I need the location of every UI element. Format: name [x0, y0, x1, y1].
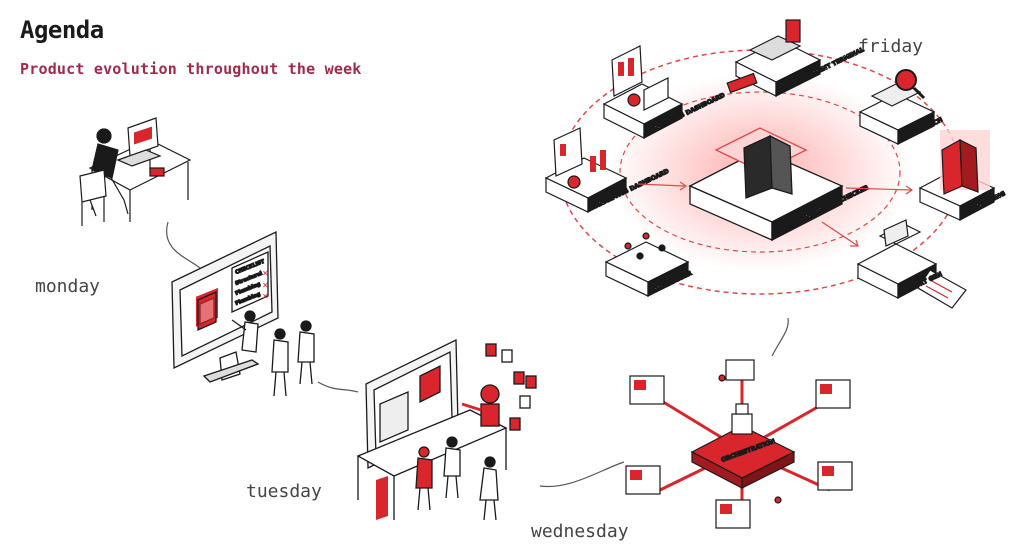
page-subtitle: Product evolution throughout the week: [20, 60, 362, 78]
page-title: Agenda: [20, 16, 104, 44]
tuesday-robot-head: [480, 384, 500, 404]
tuesday-card: [485, 343, 497, 357]
friday-module-report: REPORT GEN: [856, 219, 967, 309]
friday-scene: 3D BUILDING MODEL CHECKER STRIPE PAYMENT…: [544, 19, 1007, 309]
monday-checklist-panel: [231, 250, 269, 314]
wednesday-scene: ORCHESTRATION: [625, 359, 853, 529]
day-label-monday: monday: [35, 276, 101, 297]
check-x-icon: ✕: [262, 269, 269, 278]
check-x-icon: ✕: [262, 281, 269, 290]
wednesday-node: [725, 359, 755, 381]
tuesday-card: [509, 417, 521, 431]
connector-wednesday-friday: [771, 317, 789, 357]
monday-person-head: [96, 128, 112, 144]
monday-desk-scene: [79, 117, 192, 226]
friday-module-rag: RAG SEARCH: [858, 69, 944, 145]
friday-dashed-ring-inner: [619, 91, 901, 253]
timeline-connectors: [165, 221, 789, 488]
report-paper: [917, 269, 967, 309]
tuesday-card: [501, 349, 513, 363]
day-label-tuesday: tuesday: [246, 481, 322, 502]
tuesday-card: [513, 371, 525, 385]
tuesday-card: [519, 395, 531, 409]
tuesday-scene: [356, 338, 537, 521]
monday-monitor-scene: CHECKLIST Structural Plumbing Plumbing ✕…: [171, 230, 315, 397]
wednesday-robot: [731, 413, 753, 435]
connector-monday-tuesday: [317, 381, 359, 393]
connector-monday-curve: [165, 221, 201, 269]
magnifier-icon: [895, 69, 917, 91]
check-x-icon: ✕: [262, 292, 269, 301]
friday-module-stripe: STRIPE PAYMENT TERMINAL: [726, 19, 866, 97]
connector-tuesday-wednesday: [539, 461, 625, 488]
friday-arrows: [637, 181, 914, 247]
day-label-wednesday: wednesday: [531, 521, 629, 542]
friday-module-ai-rendering: AI RENDERING: [918, 130, 1007, 221]
monday-person-pointing-head: [244, 310, 256, 322]
tuesday-card: [525, 375, 537, 389]
day-label-friday: friday: [858, 36, 924, 57]
